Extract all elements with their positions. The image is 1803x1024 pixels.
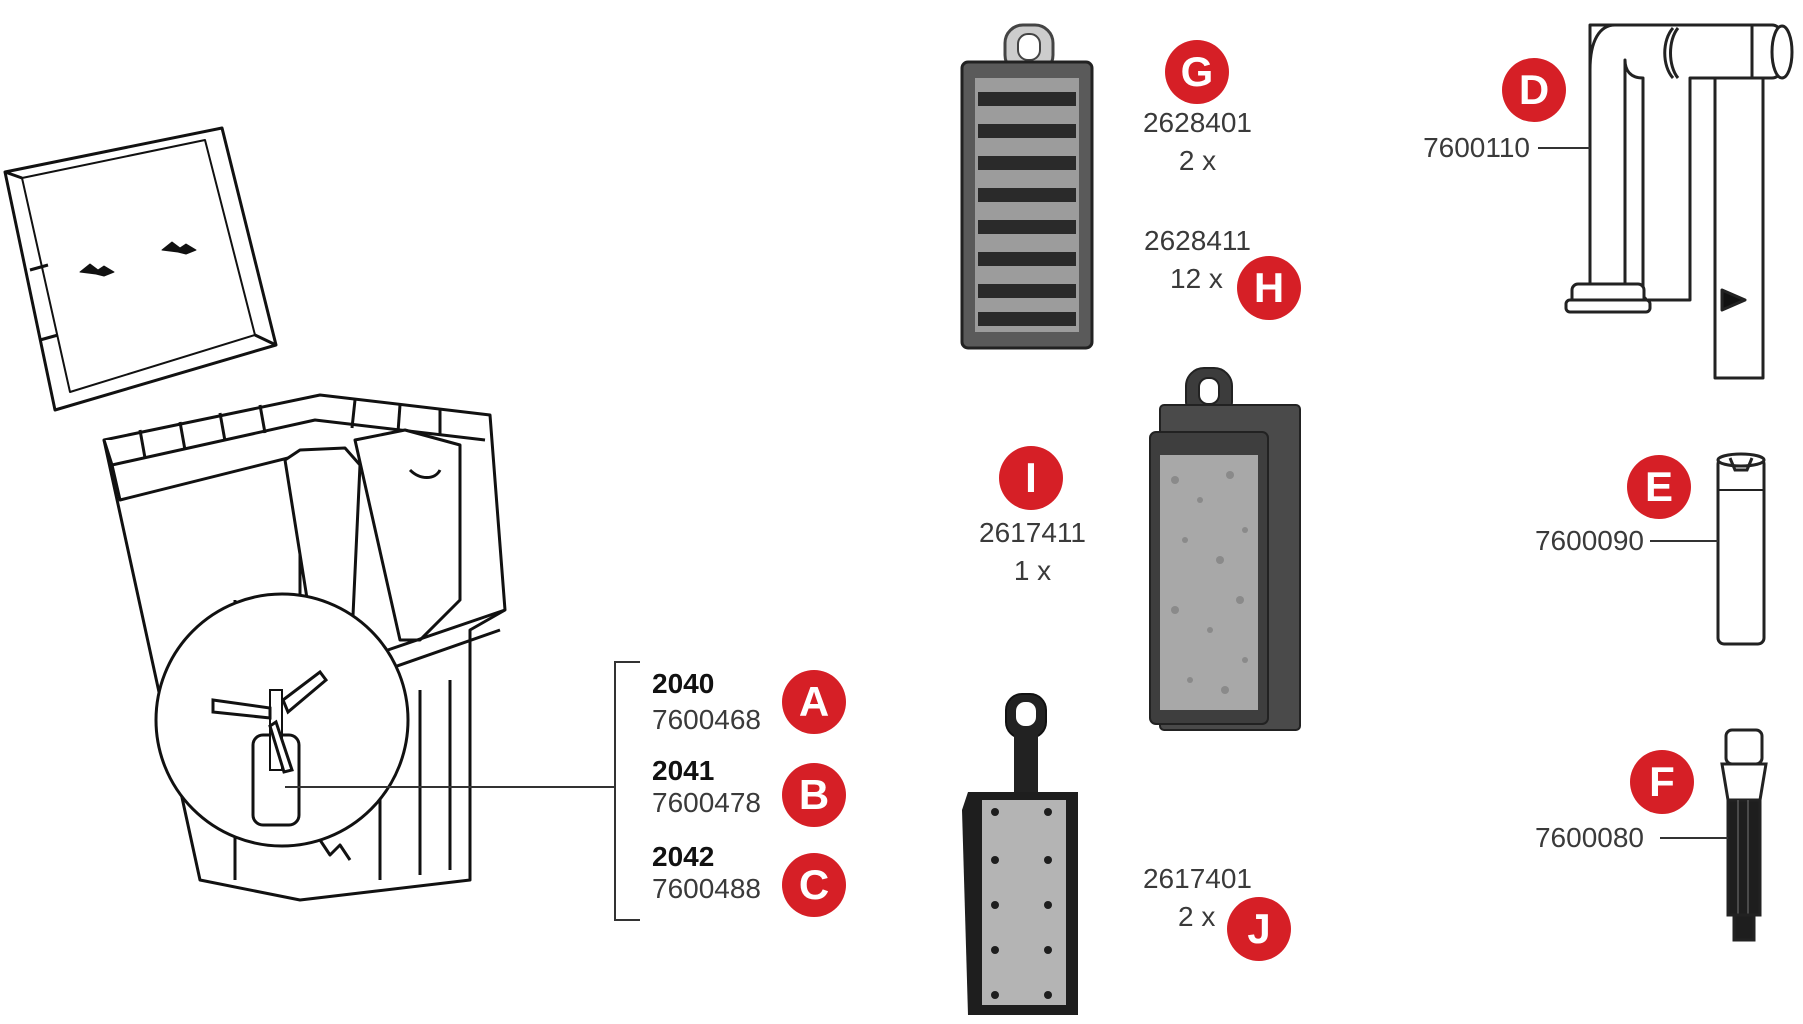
part-number-i: 2617411 — [979, 517, 1086, 548]
impeller-detail-circle — [154, 592, 615, 848]
part-number-j: 2617401 — [1142, 863, 1252, 894]
filter-housing-drawing — [102, 393, 507, 902]
badge-g: G — [1165, 40, 1229, 104]
part-number-d: 7600110 — [1423, 132, 1530, 163]
badge-b: B — [782, 763, 846, 827]
part-number-h: 2628411 — [1144, 225, 1251, 256]
carbon-cartridge-drawing — [960, 23, 1094, 350]
part-number-a: 7600468 — [652, 704, 762, 735]
filter-lid-drawing — [3, 126, 278, 412]
badge-c: C — [782, 853, 846, 917]
sponge-cartridge-drawing — [1149, 367, 1301, 731]
quantity-j: 2 x — [1178, 901, 1216, 932]
badge-j: J — [1227, 897, 1291, 961]
quantity-i: 1 x — [1013, 555, 1052, 586]
model-label-b: 2041 — [652, 755, 715, 786]
part-number-b: 7600478 — [652, 787, 762, 818]
part-number-g: 2628401 — [1142, 107, 1252, 138]
badge-d: D — [1502, 58, 1566, 122]
part-number-c: 7600488 — [652, 873, 762, 904]
badge-f: F — [1630, 750, 1694, 814]
part-number-e: 7600090 — [1534, 525, 1644, 556]
quantity-h: 12 x — [1170, 263, 1223, 294]
badge-i: I — [999, 446, 1063, 510]
extension-tube-drawing — [1650, 452, 1766, 646]
foam-cartridge-drawing — [962, 693, 1078, 1015]
part-number-f: 7600080 — [1534, 822, 1644, 853]
intake-tube-drawing — [1538, 23, 1794, 380]
badge-h: H — [1237, 256, 1301, 320]
badge-e: E — [1627, 455, 1691, 519]
quantity-g: 2 x — [1178, 145, 1217, 176]
model-label-c: 2042 — [652, 841, 715, 872]
impeller-callout-bracket — [614, 661, 640, 921]
badge-a: A — [782, 670, 846, 734]
model-label-a: 2040 — [652, 668, 715, 699]
strainer-drawing — [1660, 728, 1768, 942]
